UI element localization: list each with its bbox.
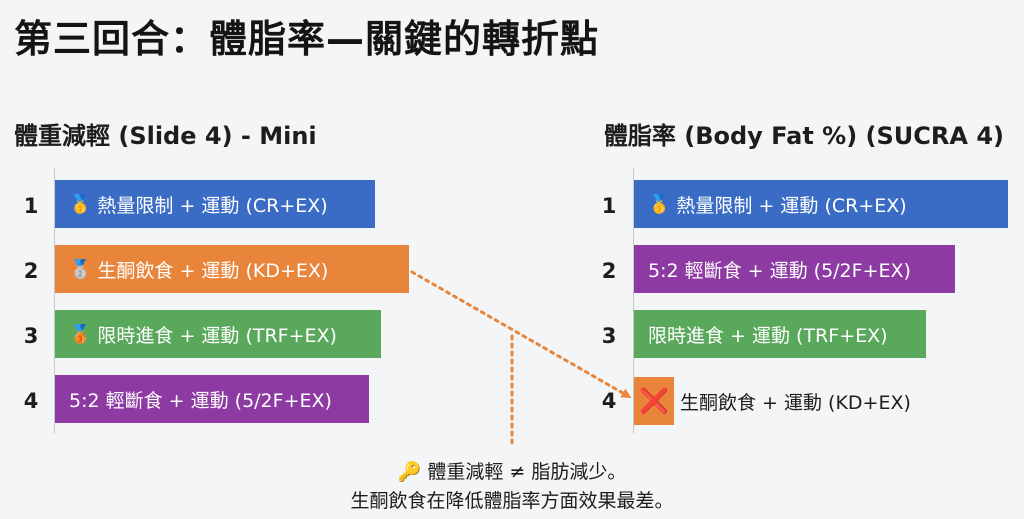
right-bar-trf-ex: 限時進食 + 運動 (TRF+EX) xyxy=(634,310,926,358)
left-rank-4: 4 xyxy=(23,389,39,413)
left-bar-label: 生酮飲食 + 運動 (KD+EX) xyxy=(97,259,329,282)
kd-ex-rank-shift-arrow xyxy=(410,270,632,398)
gold-medal-icon: 🥇 xyxy=(648,193,671,215)
right-axis-line xyxy=(633,168,634,434)
silver-medal-icon: 🥈 xyxy=(69,258,92,280)
left-bar-trf-ex: 🥉 限時進食 + 運動 (TRF+EX) xyxy=(55,310,381,358)
right-rank-3: 3 xyxy=(601,324,617,348)
left-panel-title: 體重減輕 (Slide 4) - Mini xyxy=(14,122,317,150)
cross-mark-icon: ❌ xyxy=(639,387,669,415)
key-icon: 🔑 xyxy=(397,461,422,483)
gold-medal-icon: 🥇 xyxy=(69,193,92,215)
right-bar-label: 熱量限制 + 運動 (CR+EX) xyxy=(676,194,907,217)
right-rank-1: 1 xyxy=(601,194,617,218)
left-rank-3: 3 xyxy=(23,324,39,348)
left-bar-label: 熱量限制 + 運動 (CR+EX) xyxy=(97,194,328,217)
bronze-medal-icon: 🥉 xyxy=(69,323,92,345)
left-rank-2: 2 xyxy=(23,259,39,283)
left-axis-line xyxy=(54,168,55,434)
right-panel-title: 體脂率 (Body Fat %) (SUCRA 4) xyxy=(603,122,1004,150)
left-bar-kd-ex: 🥈 生酮飲食 + 運動 (KD+EX) xyxy=(55,245,409,293)
right-bar-kd-ex-label: 生酮飲食 + 運動 (KD+EX) xyxy=(680,391,911,414)
left-bar-5-2f-ex: 5:2 輕斷食 + 運動 (5/2F+EX) xyxy=(55,375,369,423)
note-line-1: 🔑體重減輕 ≠ 脂肪減少。 xyxy=(0,457,1024,484)
page-title: 第三回合：體脂率—關鍵的轉折點 xyxy=(14,17,600,61)
left-bar-label: 5:2 輕斷食 + 運動 (5/2F+EX) xyxy=(69,389,332,412)
right-bar-5-2f-ex: 5:2 輕斷食 + 運動 (5/2F+EX) xyxy=(634,245,955,293)
left-bar-label: 限時進食 + 運動 (TRF+EX) xyxy=(97,324,337,347)
left-rank-1: 1 xyxy=(23,194,39,218)
kd-ex-marker: ❌ xyxy=(634,377,674,425)
right-bar-label: 5:2 輕斷食 + 運動 (5/2F+EX) xyxy=(648,259,911,282)
right-rank-2: 2 xyxy=(601,259,617,283)
right-rank-4: 4 xyxy=(601,389,617,413)
left-bar-cr-ex: 🥇 熱量限制 + 運動 (CR+EX) xyxy=(55,180,375,228)
right-bar-cr-ex: 🥇 熱量限制 + 運動 (CR+EX) xyxy=(634,180,1008,228)
note-text-1: 體重減輕 ≠ 脂肪減少。 xyxy=(427,461,627,483)
note-line-2: 生酮飲食在降低體脂率方面效果最差。 xyxy=(350,490,674,512)
right-bar-label: 限時進食 + 運動 (TRF+EX) xyxy=(648,324,888,347)
